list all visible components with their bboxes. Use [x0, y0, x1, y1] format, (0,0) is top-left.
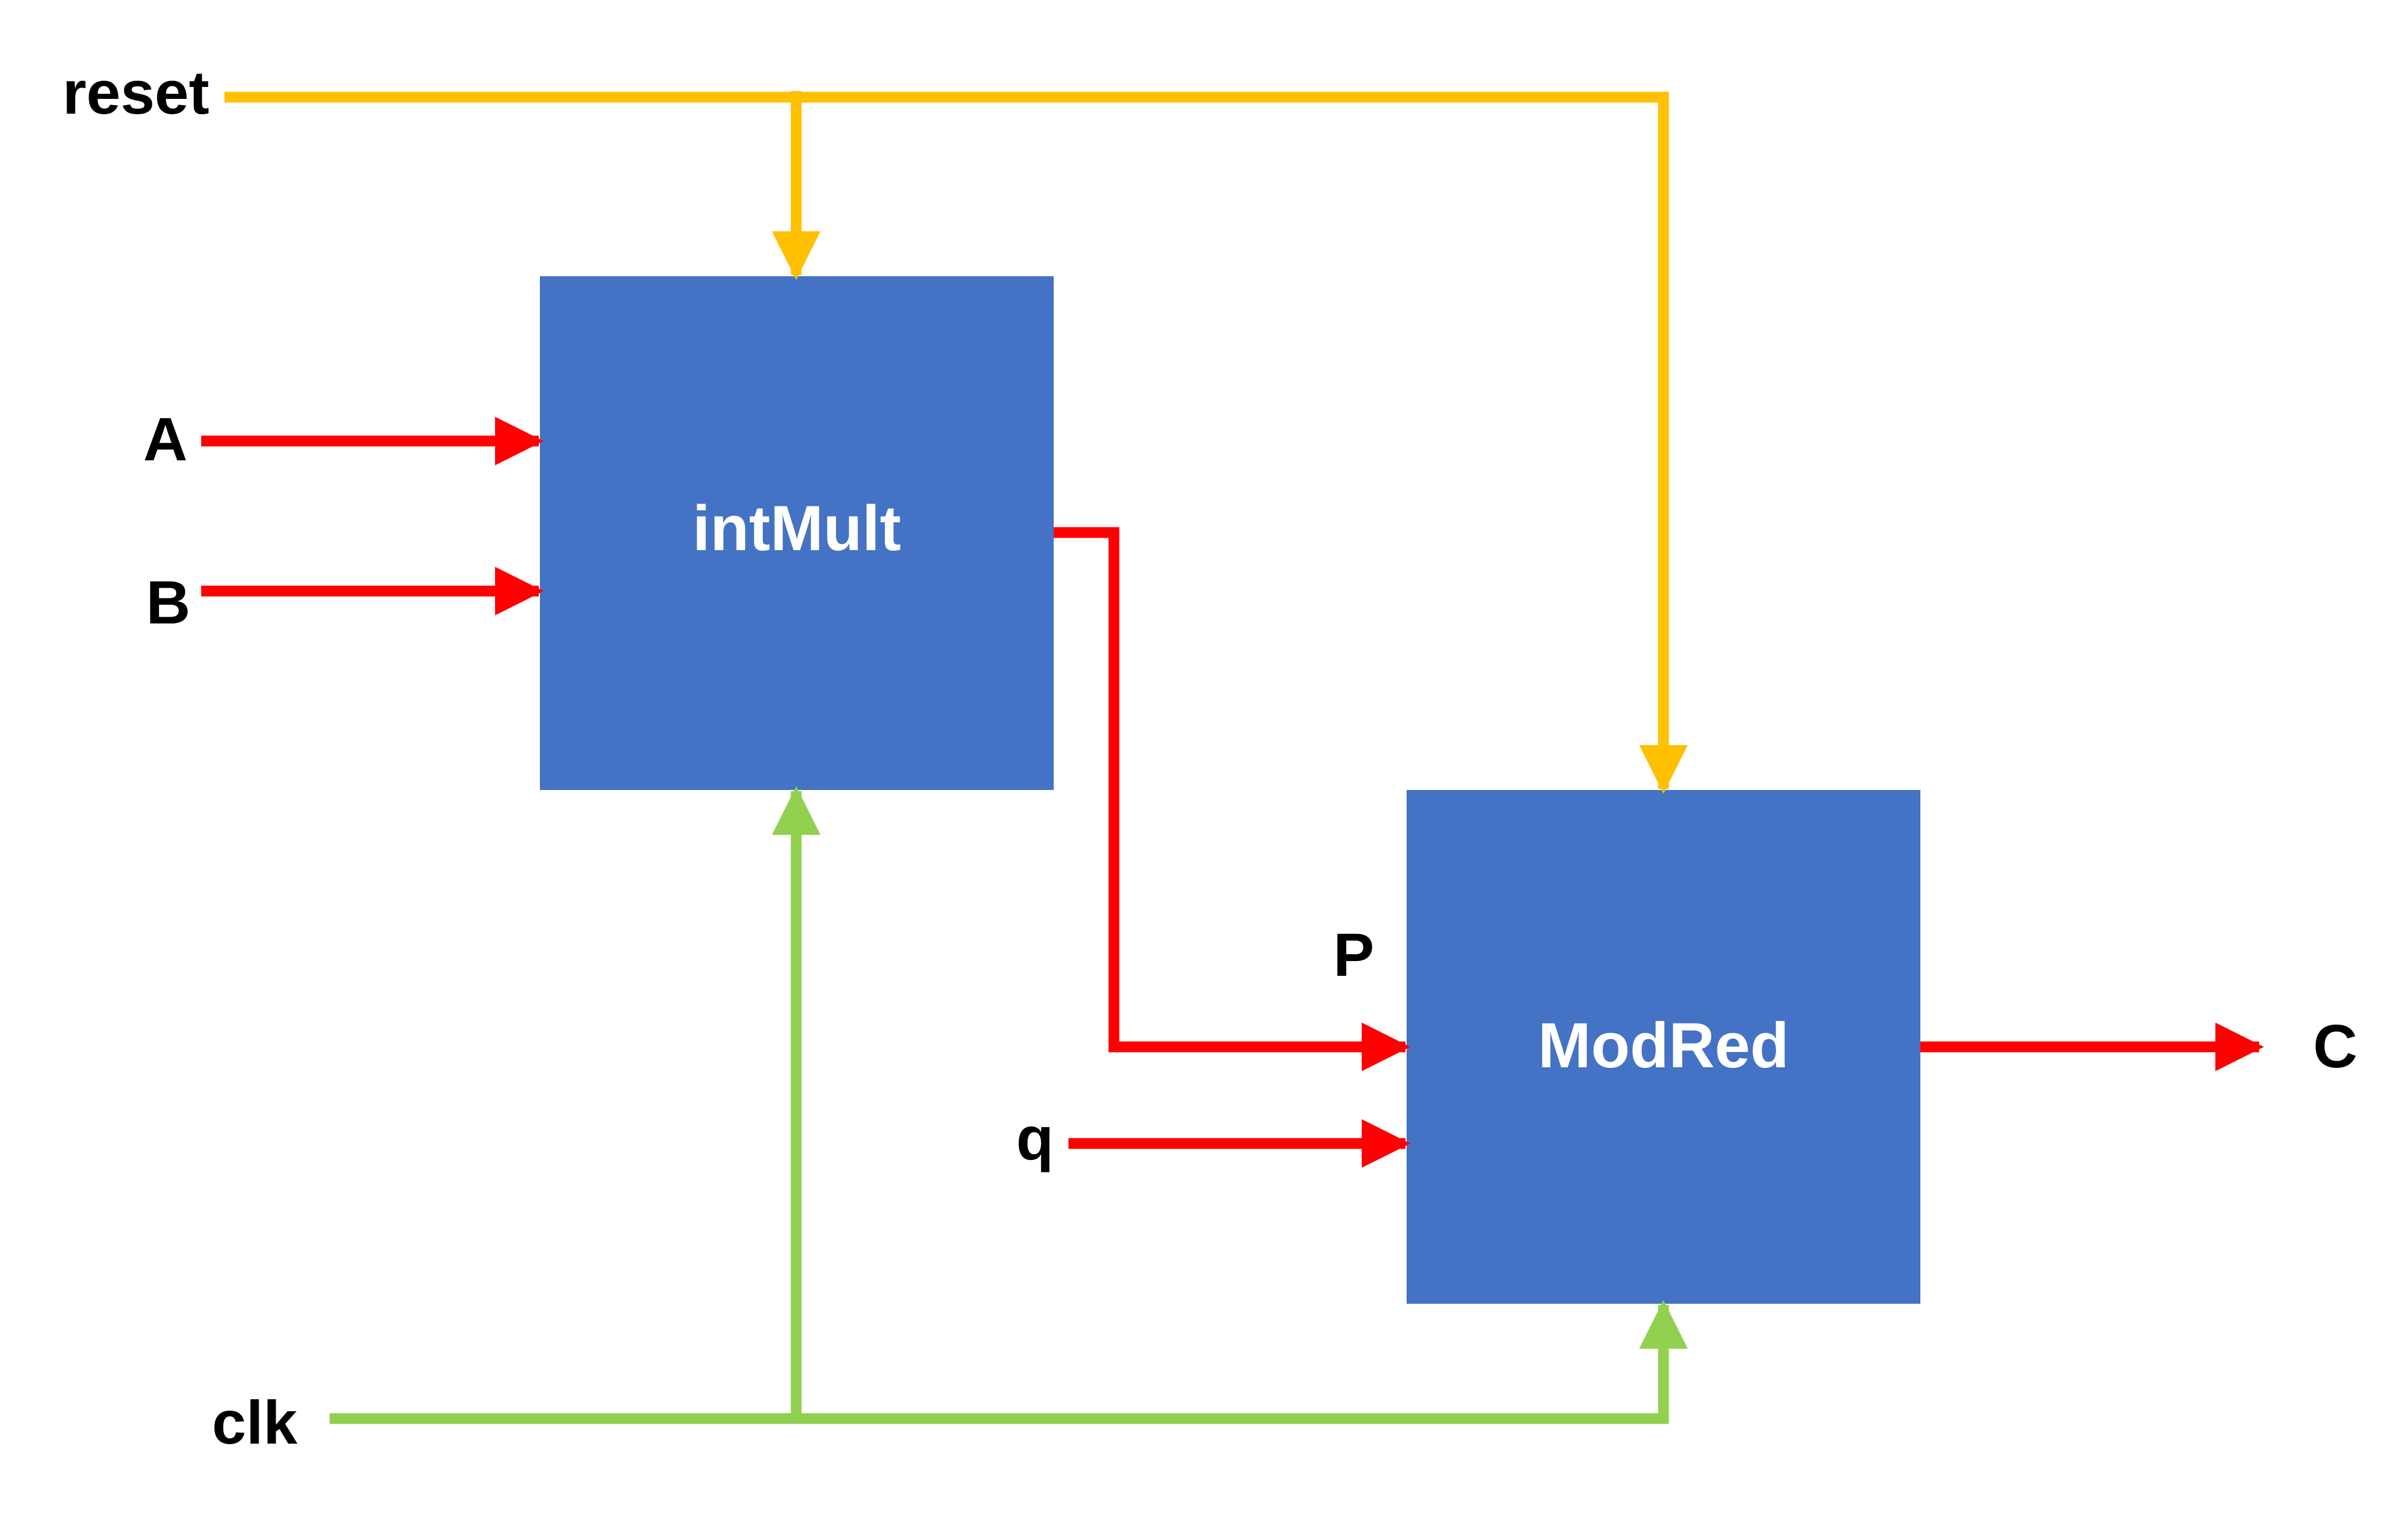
- reset-label: reset: [63, 58, 209, 127]
- reset-wires: [224, 91, 1688, 794]
- clk-bus-line: [330, 1300, 1688, 1424]
- intmult-label: intMult: [693, 493, 901, 564]
- c-label: C: [2313, 1012, 2357, 1080]
- data-wires: [201, 417, 2264, 1168]
- q-label: q: [1016, 1104, 1054, 1172]
- modred-block: [1407, 790, 1920, 1304]
- intmult-block: [540, 276, 1054, 790]
- reset-bus-line: [224, 92, 1688, 794]
- p-product-line: [1054, 527, 1411, 1071]
- b-label: B: [146, 568, 190, 637]
- clk-label: clk: [212, 1388, 298, 1457]
- a-label: A: [143, 405, 188, 473]
- clk-wires: [330, 786, 1688, 1424]
- modred-label: ModRed: [1538, 1010, 1789, 1081]
- p-label: P: [1333, 920, 1374, 989]
